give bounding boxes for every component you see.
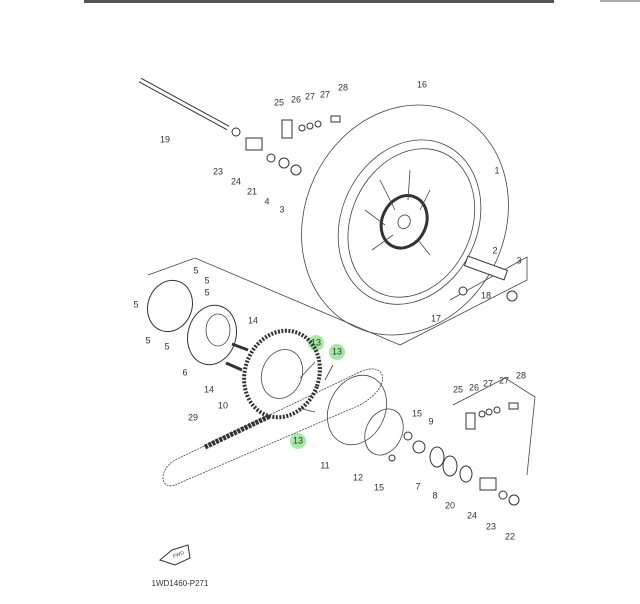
callout-4: 4 xyxy=(264,196,269,206)
callout-27: 27 xyxy=(305,91,315,101)
rim-outer xyxy=(337,139,482,305)
puller-25b xyxy=(465,412,476,430)
callout-27: 27 xyxy=(483,378,493,388)
tire xyxy=(301,104,509,336)
callout-5: 5 xyxy=(204,287,209,297)
callout-18: 18 xyxy=(481,290,491,300)
highlight-marker xyxy=(290,433,306,449)
guard-12 xyxy=(364,408,404,456)
callout-10: 10 xyxy=(218,400,228,410)
plate-11 xyxy=(327,374,387,446)
hub-frame-right xyxy=(399,256,528,346)
callout-29: 29 xyxy=(188,412,198,422)
callout-2: 2 xyxy=(492,245,497,255)
callout-28: 28 xyxy=(338,82,348,92)
adjuster-24 xyxy=(245,137,263,151)
fwd-label: FWD xyxy=(172,550,185,560)
callout-28: 28 xyxy=(516,370,526,380)
damper-5 xyxy=(146,279,194,333)
callout-3: 3 xyxy=(516,255,521,265)
puller-25 xyxy=(281,119,293,139)
spacer-2 xyxy=(463,255,509,281)
rim-inner xyxy=(347,148,476,298)
callout-23: 23 xyxy=(486,521,496,531)
drawing-code: 1WD1460-P271 xyxy=(152,579,209,588)
nut-22 xyxy=(508,494,520,506)
callout-5: 5 xyxy=(164,341,169,351)
fwd-arrow-icon: FWD xyxy=(158,544,191,566)
callout-6: 6 xyxy=(182,367,187,377)
callout-13: 13 xyxy=(293,435,303,445)
callout-22: 22 xyxy=(505,531,515,541)
callout-13: 13 xyxy=(311,337,321,347)
callout-27: 27 xyxy=(320,89,330,99)
highlight-marker xyxy=(329,344,345,360)
callout-3: 3 xyxy=(279,204,284,214)
callout-13: 13 xyxy=(332,346,342,356)
callout-5: 5 xyxy=(145,335,150,345)
spokes xyxy=(364,169,431,256)
callout-1: 1 xyxy=(494,165,499,175)
callout-5: 5 xyxy=(193,265,198,275)
top-border xyxy=(84,0,554,3)
bearing-7 xyxy=(429,446,445,468)
rear-wheel xyxy=(301,104,509,336)
callout-19: 19 xyxy=(160,134,170,144)
lock-washer-13 xyxy=(297,361,334,413)
hub-frame xyxy=(147,257,401,346)
top-border-right xyxy=(600,0,640,2)
adjuster-frame xyxy=(452,377,536,476)
callout-7: 7 xyxy=(415,481,420,491)
oil-seal-8 xyxy=(442,455,458,477)
callout-9: 9 xyxy=(428,416,433,426)
callout-21: 21 xyxy=(247,186,257,196)
callout-16: 16 xyxy=(417,79,427,89)
callout-25: 25 xyxy=(453,384,463,394)
callout-25: 25 xyxy=(274,97,284,107)
collar-20 xyxy=(459,465,473,483)
callout-23: 23 xyxy=(213,166,223,176)
chain-outline xyxy=(162,368,383,487)
stud-14 xyxy=(231,342,249,352)
callout-17: 17 xyxy=(431,313,441,323)
callout-15: 15 xyxy=(412,408,422,418)
highlight-marker xyxy=(308,335,324,351)
callout-5: 5 xyxy=(133,299,138,309)
callout-27: 27 xyxy=(499,375,509,385)
clutch-hub-6 xyxy=(187,304,237,366)
hub xyxy=(379,194,429,250)
callout-24: 24 xyxy=(467,510,477,520)
callout-14: 14 xyxy=(248,315,258,325)
callout-14: 14 xyxy=(204,384,214,394)
adjuster-24b xyxy=(479,477,497,491)
callout-8: 8 xyxy=(432,490,437,500)
collar-9 xyxy=(412,440,426,454)
chain-29 xyxy=(203,413,272,450)
callout-20: 20 xyxy=(445,500,455,510)
callout-12: 12 xyxy=(353,472,363,482)
callout-26: 26 xyxy=(469,382,479,392)
callout-5: 5 xyxy=(204,275,209,285)
callout-24: 24 xyxy=(231,176,241,186)
highlights xyxy=(290,335,345,449)
callout-26: 26 xyxy=(291,94,301,104)
callout-11: 11 xyxy=(320,460,329,470)
bolt-18 xyxy=(458,286,468,296)
oil-seal-3 xyxy=(506,290,518,302)
callout-15: 15 xyxy=(374,482,384,492)
